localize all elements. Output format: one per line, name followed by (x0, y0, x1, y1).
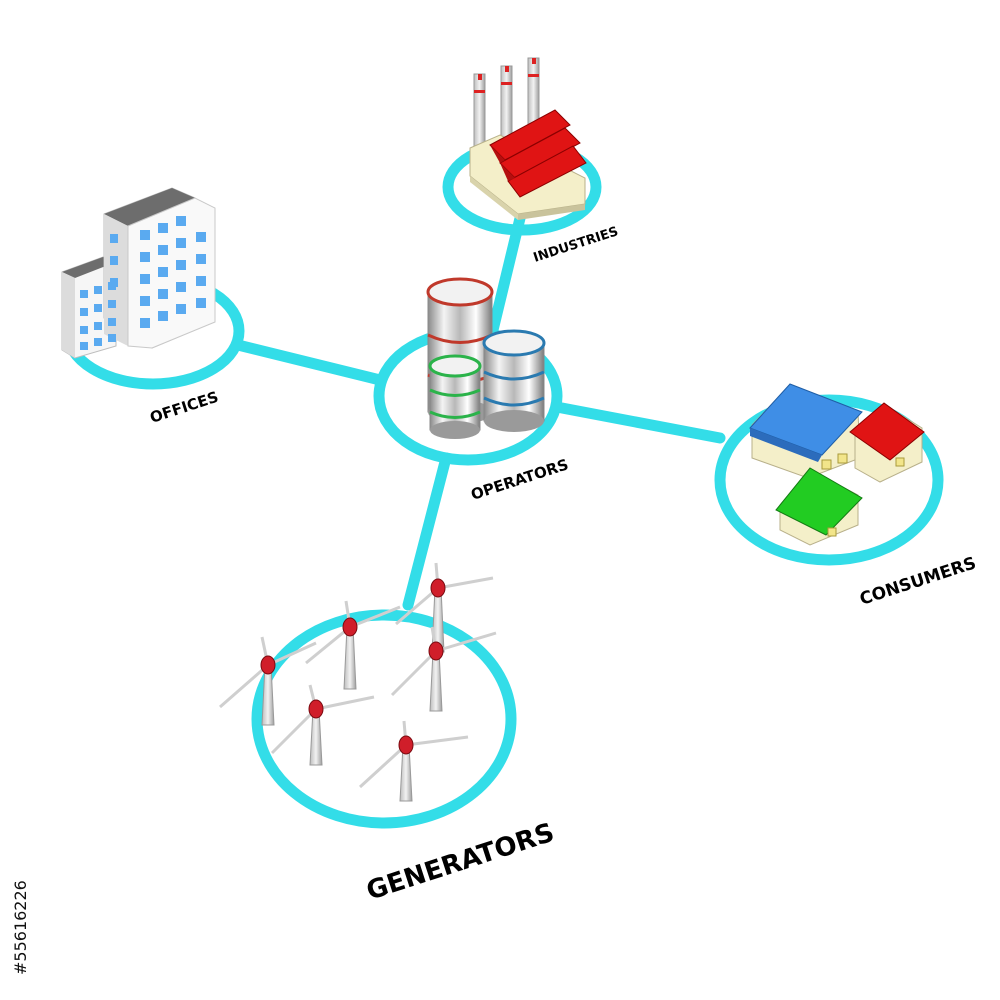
wind-turbine-icon (219, 562, 497, 802)
link-offices-operators (232, 339, 386, 386)
database-icon (426, 277, 546, 439)
label-consumers: CONSUMERS (857, 553, 978, 609)
image-id-text: #55616226 (11, 880, 30, 975)
link-operators-consumers (556, 402, 726, 444)
factory-icon (469, 57, 587, 220)
label-offices: OFFICES (148, 388, 221, 427)
wind-turbine (305, 600, 401, 690)
label-generators: GENERATORS (363, 818, 558, 907)
ring-generators (251, 609, 517, 829)
houses-icon (749, 383, 925, 546)
office-buildings-icon (61, 187, 216, 359)
wind-turbine (270, 684, 375, 766)
wind-turbine (358, 720, 469, 802)
image-id-watermark: #55616226 (11, 880, 30, 975)
wind-turbine (219, 636, 317, 726)
wind-turbine (390, 626, 497, 712)
link-operators-generators (402, 452, 452, 611)
